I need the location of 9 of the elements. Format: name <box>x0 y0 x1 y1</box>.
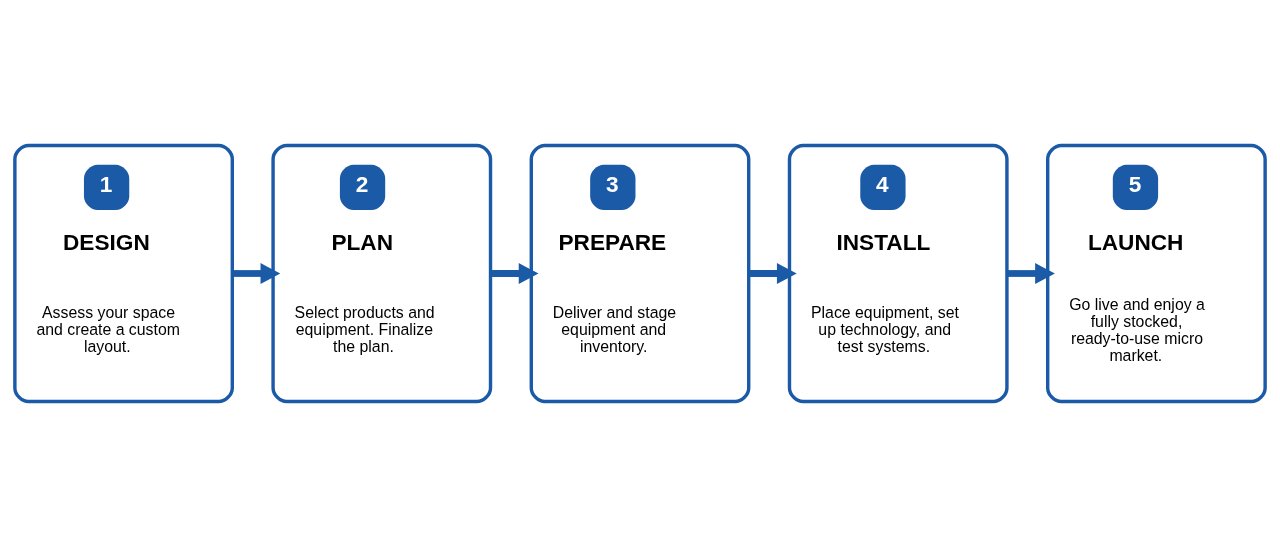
node-box: 2 PLAN Select products and equipment. Finalize the plan. <box>271 143 493 404</box>
arrow <box>232 263 281 284</box>
node-box: 5 LAUNCH Go live and enjoy a fully stocked, ready-to-use micro market. <box>1046 143 1267 404</box>
node-box: 3 PREPARE Deliver and stage equipment and inventory. <box>529 143 751 404</box>
arrow <box>1007 263 1055 284</box>
arrow <box>490 263 539 284</box>
node-box: 1 DESIGN Assess your space and create a custom layout. <box>13 143 234 404</box>
node-box: 4 INSTALL Place equipment, set up technology, and test systems. <box>787 143 1009 404</box>
arrow <box>748 263 797 284</box>
